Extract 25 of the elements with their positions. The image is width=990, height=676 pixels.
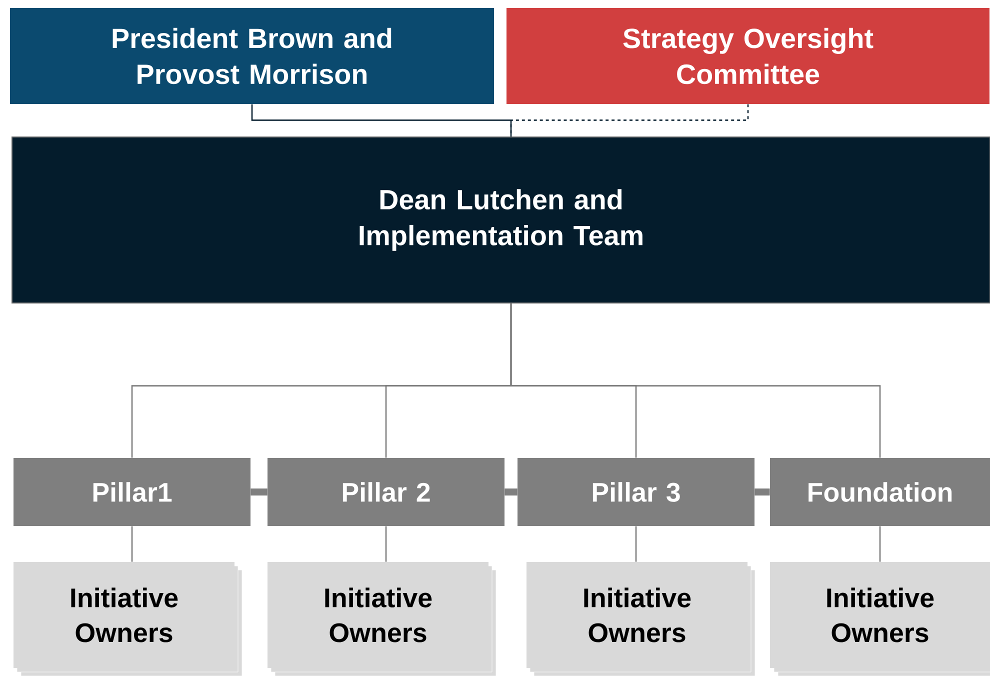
stacked-pages-box: Initiative Owners [526,562,748,668]
leader-box: President Brown and Provost Morrison [10,8,494,104]
connector-line [510,304,881,458]
connector-line [385,526,387,562]
pillar-box: Pillar 3 [518,458,754,526]
connector-line [131,526,133,562]
committee-box: Strategy Oversight Committee [506,8,990,104]
connector-line [635,526,637,562]
pillar-box: Pillar 2 [268,458,504,526]
team-box: Dean Lutchen and Implementation Team [12,136,990,304]
pillar-box: Pillar1 [14,458,250,526]
connector-line [754,488,770,496]
stacked-pages-box: Initiative Owners [770,562,990,668]
stacked-pages-box: Initiative Owners [268,562,488,668]
pillar-box: Foundation [770,458,990,526]
node-label: Initiative Owners [325,588,432,642]
node-label: Initiative Owners [71,588,178,642]
connector-line [251,104,512,136]
stacked-pages-box: Initiative Owners [14,562,234,668]
node-label: Initiative Owners [827,588,934,642]
node-label: Initiative Owners [584,588,691,642]
connector-line [504,488,518,496]
connector-line [250,488,268,496]
connector-line [879,526,881,562]
connector-line [510,104,749,136]
